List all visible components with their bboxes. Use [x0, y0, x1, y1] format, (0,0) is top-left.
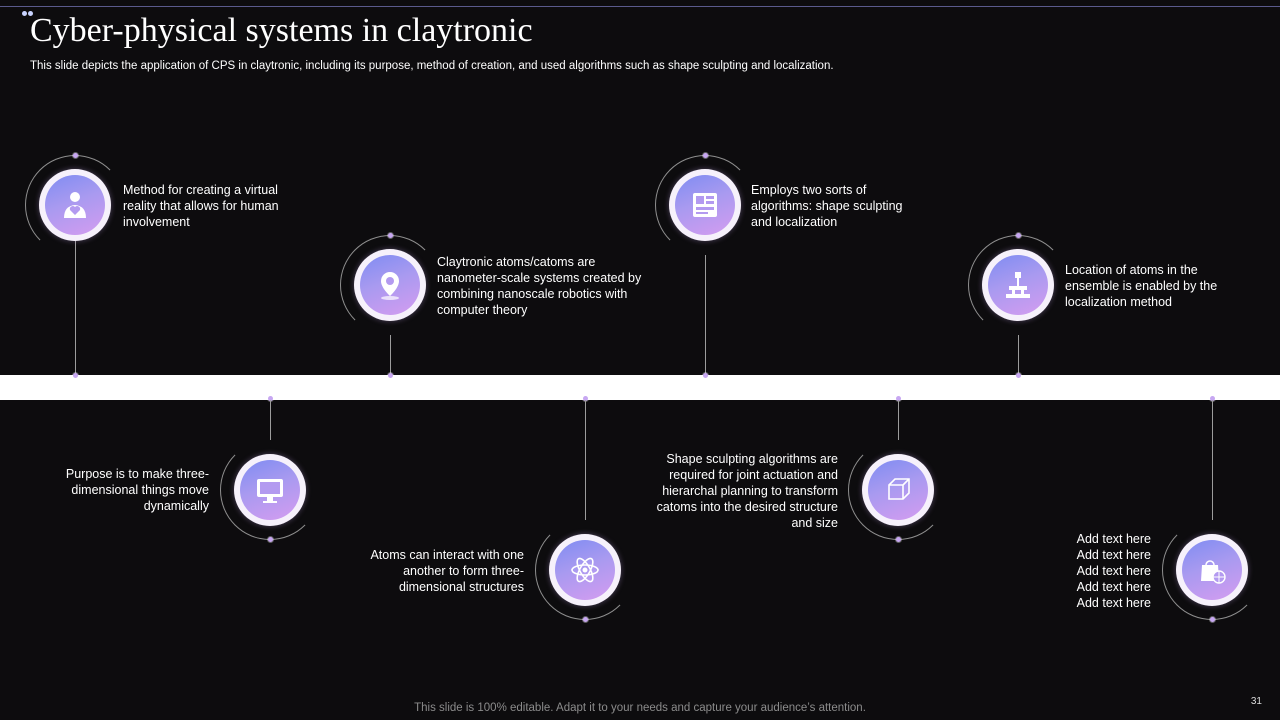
connector-dot [268, 537, 273, 542]
location-pin-icon [381, 272, 399, 300]
item-text: Employs two sorts of algorithms: shape s… [751, 183, 903, 229]
item-text-line: Add text here [1076, 564, 1151, 578]
item-text-line: Add text here [1076, 548, 1151, 562]
top-dots-decoration [22, 3, 34, 21]
icon-badge [354, 249, 426, 321]
timeline-band [0, 375, 1280, 400]
band-dot [268, 396, 273, 401]
item-text-list: Add text here Add text here Add text her… [1040, 531, 1151, 611]
page-number: 31 [1250, 696, 1262, 707]
band-dot [896, 396, 901, 401]
item-text-line: Add text here [1076, 596, 1151, 610]
top-rule [0, 6, 1280, 7]
connector-line [1212, 400, 1213, 520]
item-text-line: Add text here [1076, 580, 1151, 594]
band-dot [1210, 396, 1215, 401]
connector-dot [896, 537, 901, 542]
connector-dot [703, 153, 708, 158]
human-heart-icon [64, 192, 86, 218]
item-text: Atoms can interact with one another to f… [370, 548, 524, 594]
icon-badge [39, 169, 111, 241]
icon-badge [982, 249, 1054, 321]
band-dot [583, 396, 588, 401]
connector-line [390, 335, 391, 375]
connector-line [1018, 335, 1019, 375]
band-dot [388, 373, 393, 378]
item-text-line: Add text here [1076, 532, 1151, 546]
band-dot [703, 373, 708, 378]
icon-badge [234, 454, 306, 526]
item-text: Shape sculpting algorithms are required … [656, 452, 838, 530]
page-title: Cyber-physical systems in claytronic [30, 12, 533, 49]
connector-line [898, 400, 899, 440]
footer-note: This slide is 100% editable. Adapt it to… [414, 702, 866, 714]
layout-panels-icon [693, 193, 717, 217]
icon-badge [669, 169, 741, 241]
band-dot [73, 373, 78, 378]
item-text: Claytronic atoms/catoms are nanometer-sc… [437, 255, 642, 317]
connector-line [585, 400, 586, 520]
connector-line [705, 255, 706, 375]
connector-dot [388, 233, 393, 238]
item-text: Purpose is to make three-dimensional thi… [65, 467, 209, 513]
connector-dot [1210, 617, 1215, 622]
connector-line [75, 205, 76, 375]
band-dot [1016, 373, 1021, 378]
shopping-globe-icon [1201, 560, 1226, 584]
atom-icon [571, 557, 599, 583]
icon-badge [1176, 534, 1248, 606]
icon-badge [862, 454, 934, 526]
connector-dot [1016, 233, 1021, 238]
item-text: Method for creating a virtual reality th… [123, 183, 279, 229]
icon-badge [549, 534, 621, 606]
page-subtitle: This slide depicts the application of CP… [30, 60, 834, 72]
item-text: Location of atoms in the ensemble is ena… [1065, 263, 1218, 309]
connector-line [270, 400, 271, 440]
robot-arm-icon [1006, 272, 1030, 298]
connector-dot [73, 153, 78, 158]
connector-dot [583, 617, 588, 622]
cube-icon [888, 478, 910, 500]
monitor-icon [257, 479, 283, 503]
